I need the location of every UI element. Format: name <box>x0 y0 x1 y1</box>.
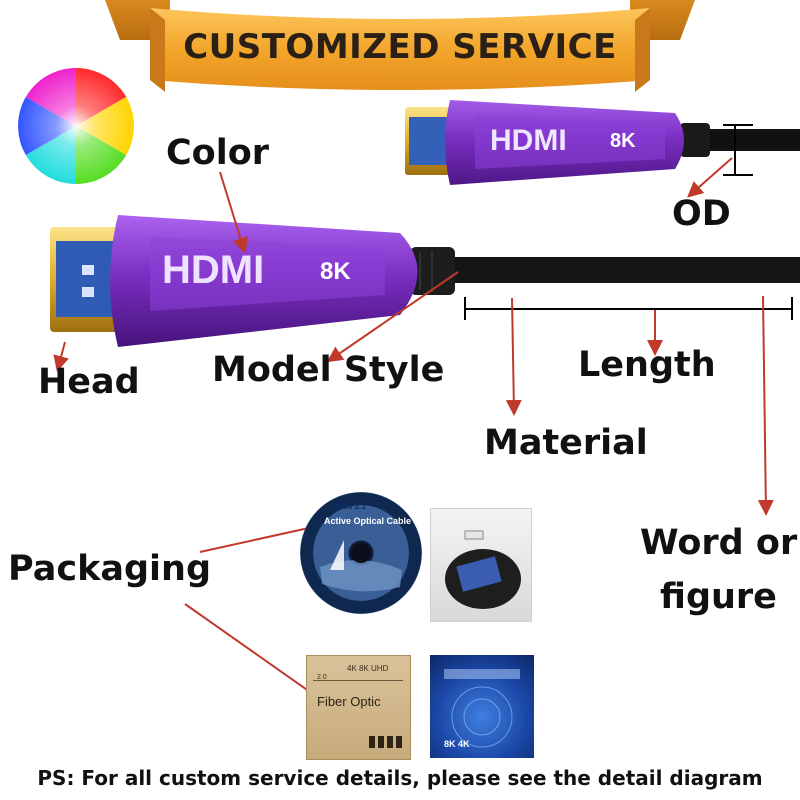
small-hdmi-cable: HDMI 8K <box>405 100 800 185</box>
kraft-box-image: 4K 8K UHD 2.0 Fiber Optic <box>306 655 411 760</box>
kraft-box-line1: 4K 8K UHD <box>347 664 389 673</box>
small-cable-8k: 8K <box>610 130 636 152</box>
color-wheel-icon <box>18 68 134 184</box>
small-cable-brand: HDMI <box>490 124 567 157</box>
bag-package-image <box>430 508 532 622</box>
reel-top-text: HDMI 2.1 <box>332 502 366 511</box>
ps-note: PS: For all custom service details, plea… <box>37 766 763 790</box>
banner-ribbon <box>105 0 695 92</box>
model-style-arrow <box>326 271 459 363</box>
model-style-label: Model Style <box>212 350 445 390</box>
length-label: Length <box>578 345 716 385</box>
packaging-label: Packaging <box>8 549 211 589</box>
blue-box-image: 8K 4K <box>430 655 534 758</box>
large-cable-brand: HDMI <box>162 248 264 292</box>
od-label: OD <box>672 194 731 234</box>
kraft-box-line2: 2.0 <box>317 674 327 681</box>
reel-package-image: HDMI 2.1 Active Optical Cable <box>300 492 422 614</box>
color-arrow <box>219 171 249 254</box>
figure-label: figure <box>660 577 777 617</box>
kraft-box-title: Fiber Optic <box>317 694 381 709</box>
material-label: Material <box>484 423 648 463</box>
material-arrow <box>505 297 522 416</box>
large-hdmi-cable: HDMI 8K <box>50 215 800 347</box>
banner-title: CUSTOMIZED SERVICE <box>183 27 617 67</box>
color-label: Color <box>166 133 270 173</box>
od-arrow <box>686 157 733 198</box>
word-figure-arrow <box>757 295 774 516</box>
large-cable-8k: 8K <box>320 258 351 285</box>
blue-box-text: 8K 4K <box>444 739 470 749</box>
head-arrow <box>53 341 69 372</box>
word-or-label: Word or <box>640 523 798 563</box>
reel-label-text: Active Optical Cable <box>324 516 412 526</box>
head-label: Head <box>38 362 140 402</box>
